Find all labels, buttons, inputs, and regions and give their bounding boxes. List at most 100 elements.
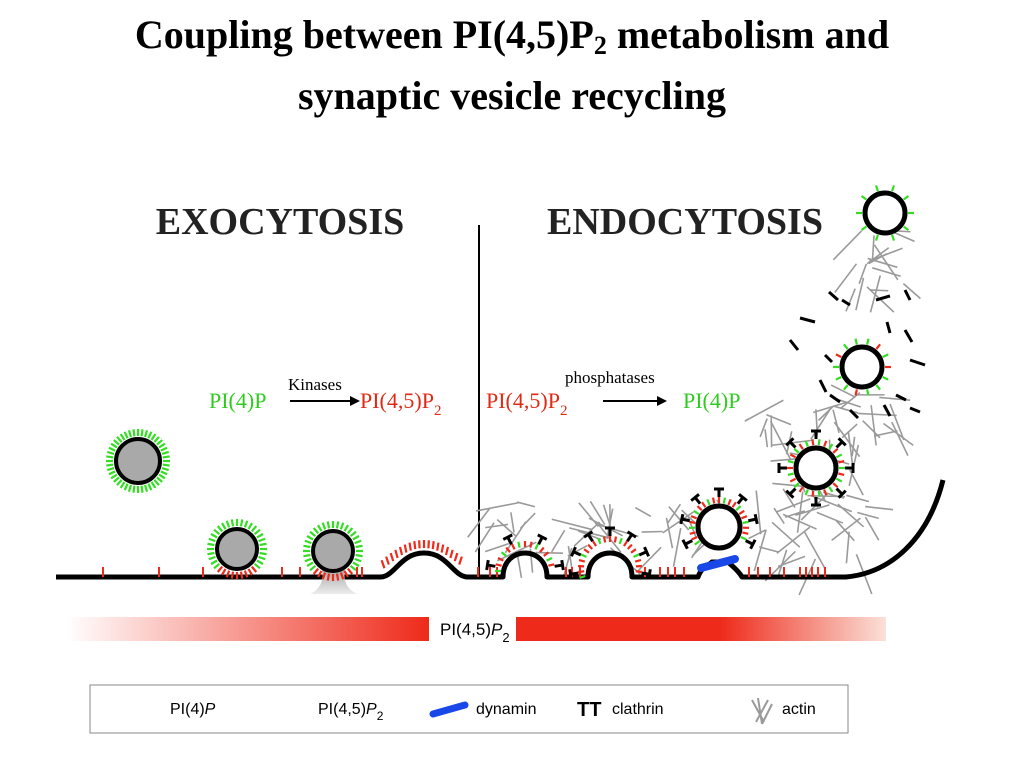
pi45p2-marker [444,546,450,556]
pi4p-marker [250,565,258,573]
actin-filament [755,490,762,535]
actin-filament [672,528,682,567]
endocytosis-header: ENDOCYTOSIS [547,201,823,243]
actin-filaments [467,229,921,596]
pi4p-marker [874,185,879,192]
pi45p2-marker [689,520,696,524]
pi4p-marker [891,185,896,192]
actin-filament [830,384,856,398]
pi45p2-marker [817,490,821,497]
pi45p2-marker [804,489,809,496]
clathrin-bar [738,493,748,502]
pi4p-marker [874,234,879,241]
pi45p2-marker [817,439,821,446]
pi45p2-marker [838,472,845,477]
actin-filament [803,530,826,569]
pi4p-marker [835,353,842,359]
actin-filament [851,436,856,457]
pi4p-marker [860,195,868,201]
pi4p-marker [123,483,129,491]
legend-pi4p-label: PI(4)P [170,701,216,718]
pi4p-marker [258,537,266,543]
pi4p-marker [843,384,849,391]
pi4p-marker [153,479,160,486]
pi4p-marker [354,557,362,563]
pi45p2-marker [602,536,607,543]
pi4p-marker [147,431,153,439]
fusing-vesicle [311,529,355,573]
pi4p-marker [160,446,168,452]
actin-filament [873,430,898,437]
pi4p-marker [326,521,331,529]
pi4p-marker [113,476,120,483]
pi4p-marker [140,485,144,493]
legend-clathrin-label: clathrin [612,701,664,718]
pi4p-marker [312,567,320,575]
pi45p2-marker [440,544,445,553]
pi4p-marker [891,234,896,241]
phosphatases-label: phosphatases [565,368,655,387]
pi4p-marker [161,466,170,472]
pi4p-marker [256,559,264,565]
pi45p2-marker [696,505,703,512]
actin-filament [813,495,853,513]
clathrin-bar [679,513,685,525]
uncoating-vesicle [839,344,885,390]
clathrin-bar [570,546,577,557]
clathrin-bar [568,569,573,580]
pi4p-marker [303,553,311,558]
pi4p-marker [250,525,258,533]
actin-filament [516,554,523,579]
pi4p-marker [116,479,123,486]
pi4p-marker [309,530,317,538]
free-clathrin-piece [828,290,839,302]
pi45p2-marker [534,543,540,550]
free-clathrin-piece [903,289,912,301]
phosphatase-arrow [603,396,667,406]
pi4p-marker [317,524,323,532]
pi4p-marker [158,442,166,449]
pi45p2-marker [798,443,804,450]
gradient-bar-left [66,617,429,641]
pi4p-marker [143,484,149,493]
free-clathrin-piece [885,321,892,334]
pi45p2-marker [633,553,640,558]
actin-filament [795,504,830,516]
pi4p-marker [354,539,362,545]
pi4p-marker [153,436,160,443]
pi45p2-marker [832,447,839,454]
pi4p-marker [150,481,157,489]
kinase-arrow [290,396,360,406]
pi45p2-marker [811,439,815,446]
pi4p-marker [160,470,168,476]
pi45p2-marker [380,559,386,569]
plasma-membrane [56,479,946,580]
actin-filament [665,517,674,549]
pi4p-marker [216,565,224,573]
pi4p-marker [335,521,340,529]
free-clathrin-piece [799,316,816,324]
free-clathrin-piece [841,298,851,307]
clathrin-bar [626,530,637,539]
actin-filament [602,504,611,525]
actin-filament [832,409,840,434]
free-clathrin-piece [882,404,892,417]
left-substrate-label: PI(4)P [209,388,266,413]
exocytosis-header: EXOCYTOSIS [156,201,405,243]
pi4p-marker [123,431,129,439]
clathrin-bar [502,533,513,541]
pi45p2-marker [738,509,745,515]
clathrin-bar [583,530,594,539]
legend-pi45p2-label: PI(4,5)P2 [318,701,384,723]
pi4p-marker [158,473,166,480]
budding-vesicle [695,503,743,551]
actin-filament [636,546,662,573]
pi45p2-marker [787,472,794,477]
actin-filament [834,263,858,294]
pi4p-marker [225,520,231,528]
pi45p2-marker [578,570,585,574]
pi4p-marker [355,553,363,558]
pi45p2-marker [793,482,800,489]
actin-filament [504,521,527,554]
actin-filament [858,263,868,285]
